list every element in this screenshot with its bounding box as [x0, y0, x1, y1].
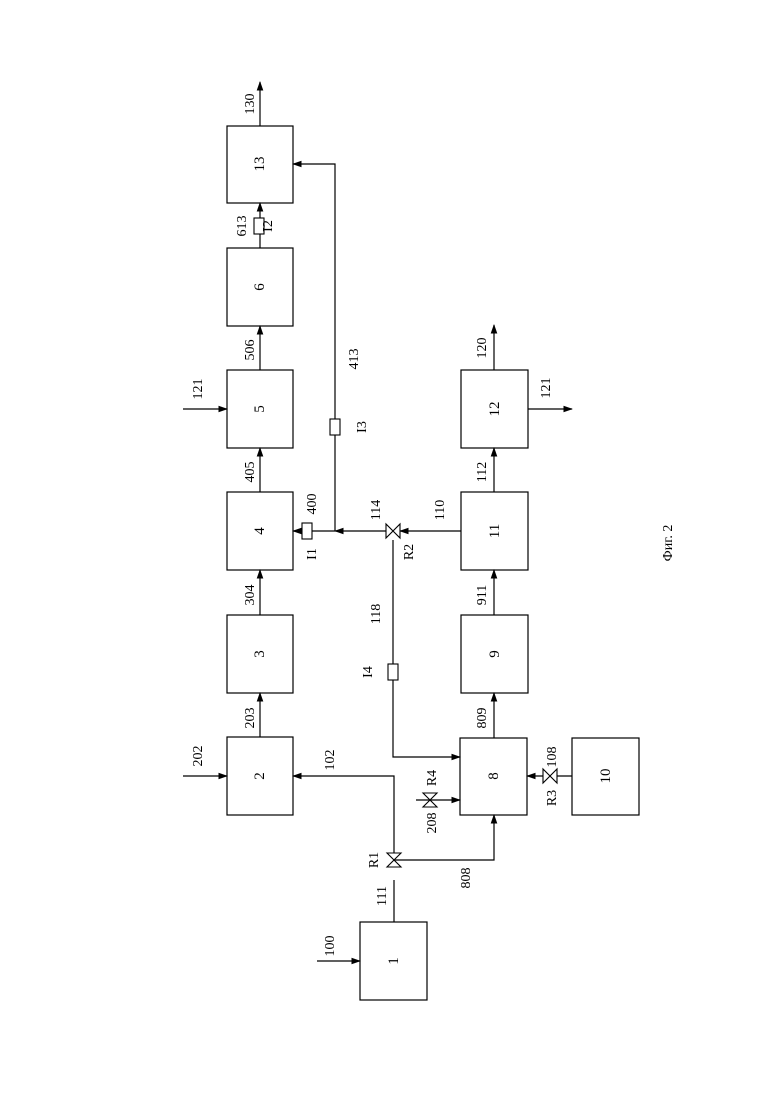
line-102 [293, 776, 394, 860]
label-120: 120 [475, 338, 490, 359]
label-809: 809 [475, 708, 490, 729]
label-r1: R1 [367, 852, 382, 868]
label-108: 108 [545, 747, 560, 768]
block-6-label: 6 [252, 283, 268, 291]
valve-r3 [543, 769, 557, 783]
indicator-i3 [330, 419, 340, 435]
label-110: 110 [433, 500, 448, 520]
block-10-label: 10 [598, 769, 614, 784]
block-1-label: 1 [386, 957, 402, 965]
label-911: 911 [475, 585, 490, 605]
label-i4: I4 [361, 666, 376, 678]
line-413 [293, 164, 335, 531]
label-112: 112 [475, 462, 490, 482]
block-4-label: 4 [252, 527, 268, 535]
label-r2: R2 [402, 544, 417, 560]
label-121-in: 121 [191, 379, 206, 400]
label-304: 304 [243, 585, 258, 606]
label-r4: R4 [425, 770, 440, 786]
label-i2: I2 [261, 220, 276, 232]
block-9-label: 9 [487, 650, 503, 658]
label-130: 130 [243, 94, 258, 115]
block-3-label: 3 [252, 650, 268, 658]
label-405: 405 [243, 462, 258, 483]
figure-caption: Фиг. 2 [661, 525, 676, 562]
valve-r2 [386, 524, 400, 538]
line-118 [393, 540, 460, 757]
label-413: 413 [347, 349, 362, 370]
indicator-i4 [388, 664, 398, 680]
label-r3: R3 [545, 790, 560, 806]
label-202: 202 [191, 746, 206, 767]
label-506: 506 [243, 340, 258, 361]
label-111: 111 [375, 886, 390, 906]
indicator-i1 [302, 523, 312, 539]
block-2-label: 2 [252, 772, 268, 780]
block-13-label: 13 [252, 157, 268, 172]
label-i1: I1 [305, 548, 320, 560]
label-118: 118 [369, 604, 384, 624]
block-8-label: 8 [486, 772, 502, 780]
label-208: 208 [425, 813, 440, 834]
label-100: 100 [323, 936, 338, 957]
block-12-label: 12 [487, 402, 503, 417]
label-114: 114 [369, 500, 384, 520]
label-400: 400 [305, 494, 320, 515]
block-11-label: 11 [487, 524, 503, 538]
label-121-out: 121 [539, 378, 554, 399]
label-203: 203 [243, 708, 258, 729]
label-613: 613 [235, 216, 250, 237]
label-i3: I3 [355, 421, 370, 433]
label-102: 102 [323, 750, 338, 771]
line-808 [394, 815, 494, 860]
block-5-label: 5 [252, 405, 268, 413]
label-808: 808 [459, 868, 474, 889]
